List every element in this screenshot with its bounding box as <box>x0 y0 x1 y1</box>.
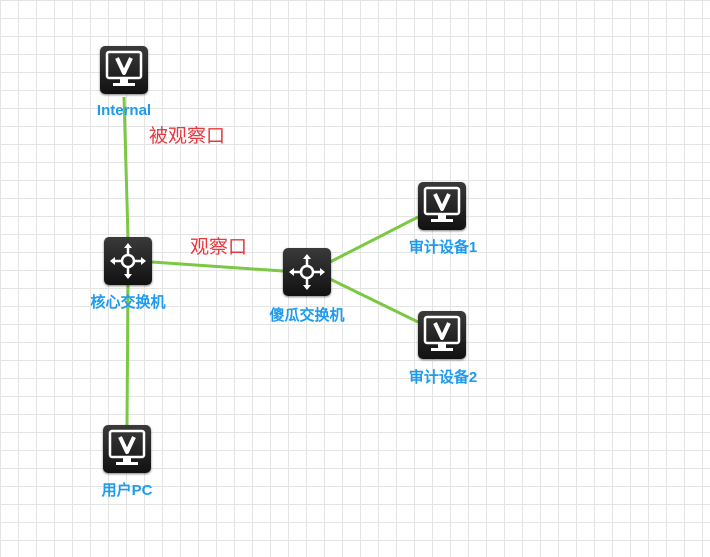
monitor-icon <box>418 182 466 230</box>
switch-icon <box>283 248 331 296</box>
node-core-switch-label: 核心交换机 <box>90 294 166 311</box>
mirror-port-annotation: 观察口 <box>190 236 248 258</box>
link-core-pc <box>125 284 130 426</box>
link-internal-core <box>122 96 130 238</box>
observed-port-annotation: 被观察口 <box>149 125 226 147</box>
monitor-icon <box>103 425 151 473</box>
link-core-dumb <box>151 260 284 273</box>
node-user-pc-label: 用户PC <box>101 482 153 499</box>
link-dumb-audit2 <box>329 277 419 324</box>
node-internal-label: Internal <box>96 102 152 119</box>
switch-icon <box>104 237 152 285</box>
link-dumb-audit1 <box>329 215 419 264</box>
monitor-icon <box>418 311 466 359</box>
node-audit2-label: 审计设备2 <box>408 369 478 386</box>
node-audit1-label: 审计设备1 <box>408 239 478 256</box>
node-dumb-switch-label: 傻瓜交换机 <box>269 307 345 324</box>
monitor-icon <box>100 46 148 94</box>
